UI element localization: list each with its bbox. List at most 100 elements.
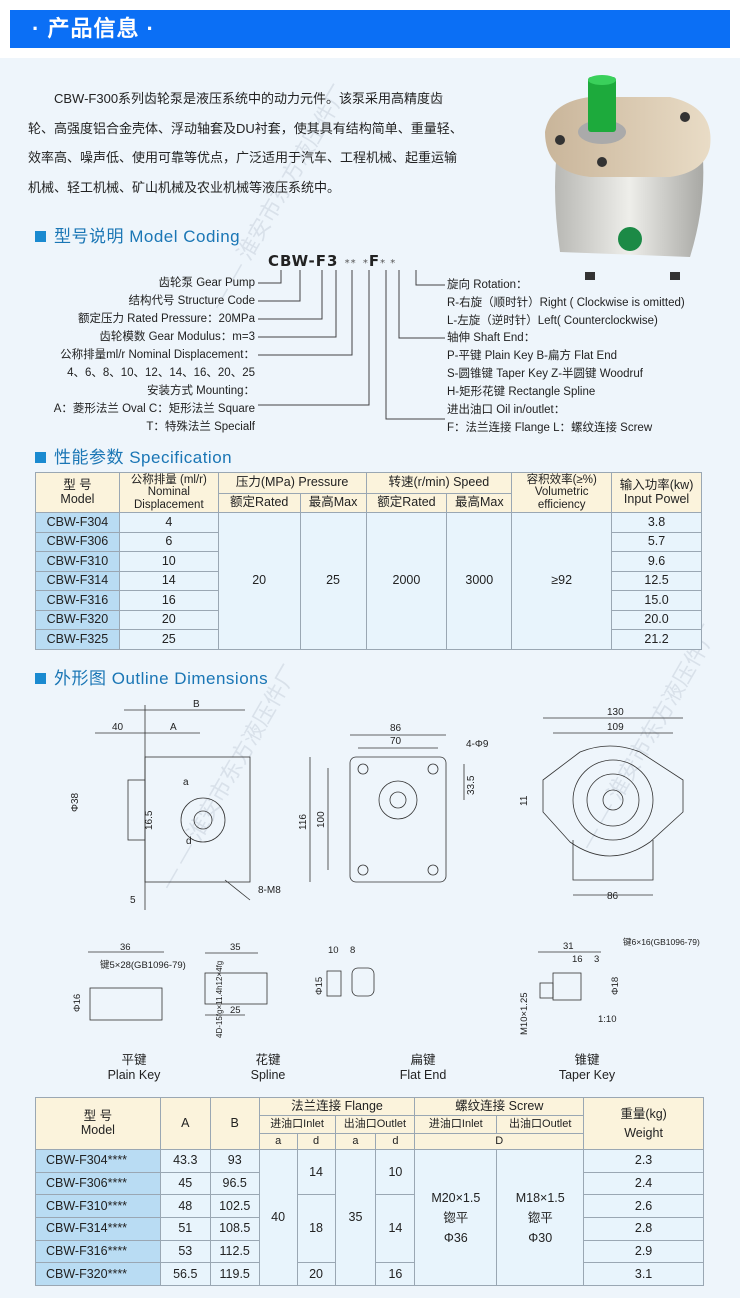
coding-right-label: S-圆锥键 Taper Key Z-半圆键 Woodruf [447,368,643,380]
heading-text: 外形图 Outline Dimensions [54,669,269,688]
outline-drawings: B A 40 Φ38 16.5 a d 8-M8 5 86 70 4-Φ9 33… [70,699,700,1038]
code-port: F [368,252,381,270]
dim-86-rear: 86 [607,891,619,902]
taper-dim-key: 键6×16(GB1096-79) [623,937,700,947]
plain-key-shaft-drawing [89,987,163,1021]
code-mounting: * [362,258,369,269]
model-cell: CBW-F314**** [35,1217,161,1241]
header-b: B [209,1097,260,1150]
coding-left-label: 额定压力 Rated Pressure：20MPa [77,313,255,325]
coding-right-label: 轴伸 Shaft End： [447,332,536,344]
dim-b-cell: 93 [209,1149,260,1173]
header-screw-d: D [414,1133,585,1150]
coding-right-label: P-平键 Plain Key B-扁方 Flat End [447,350,617,362]
coding-left-label: 齿轮模数 Gear Modulus：m=3 [99,331,255,343]
pressure-max-cell: 25 [299,512,367,650]
dim-4-phi9: 4-Φ9 [466,739,489,750]
power-cell: 9.6 [611,551,702,572]
coding-right-label: H-矩形花键 Rectangle Spline [447,386,596,398]
weight-cell: 2.3 [583,1149,704,1173]
header-model: 型 号 Model [35,472,120,513]
displacement-cell: 14 [118,570,219,591]
header-screw-inlet: 进油口Inlet [414,1115,498,1134]
section-heading-outline: 外形图 Outline Dimensions [35,664,268,689]
plain-key-dim-dia: Φ16 [72,994,83,1012]
dim-11: 11 [519,795,530,806]
header-power: 输入功率(kw) Input Powel [611,472,702,513]
dim-b-cell: 96.5 [209,1171,260,1196]
front-view-drawing [309,734,465,883]
dim-b-cell: 108.5 [209,1217,260,1241]
dim-a-cell: 56.5 [159,1262,211,1287]
model-cell: CBW-F316 [35,590,120,611]
taper-dim-16: 16 [572,954,583,965]
model-cell: CBW-F320 [35,609,120,630]
dim-8-m8: 8-M8 [258,885,281,896]
power-cell: 21.2 [611,629,702,650]
flange-inlet-d-cell: 20 [296,1262,336,1287]
heading-text: 性能参数 Specification [54,448,233,467]
displacement-cell: 16 [118,590,219,611]
dimensions-table: 型 号 Model A B 法兰连接 Flange 螺纹连接 Screw 重量(… [35,1097,704,1287]
code-shaft-rotation: * * [380,258,397,269]
header-flange: 法兰连接 Flange [258,1097,416,1116]
header-weight: 重量(kg) Weight [583,1097,704,1150]
header-screw-outlet: 出油口Outlet [496,1115,585,1134]
coding-right-label: L-左旋（逆时针）Left( Counterclockwise) [447,315,658,327]
displacement-cell: 6 [118,531,219,552]
spline-shaft-drawing [204,972,268,1005]
dim-phi38: Φ38 [70,792,81,812]
model-cell: CBW-F304 [35,512,120,533]
label-a: a [183,777,189,788]
power-cell: 12.5 [611,570,702,591]
weight-cell: 2.6 [583,1194,704,1219]
screw-inlet-cell: M20×1.5 锪平 Φ36 [414,1148,498,1287]
efficiency-cell: ≥92 [511,512,613,650]
taper-dim-thread: M10×1.25 [519,992,530,1035]
dim-a-cell: 51 [159,1217,211,1241]
header-model: 型 号 Model [35,1097,161,1150]
coding-left-label: 结构代号 Structure Code [128,295,255,307]
header-outlet-a: a [334,1133,377,1150]
dim-a-cell: 45 [159,1171,211,1196]
square-bullet-icon [35,673,46,684]
section-banner: · 产品信息 · [10,10,730,48]
code-displacement: ** [344,258,357,269]
coding-left-label: A：菱形法兰 Oval C：矩形法兰 Square [53,403,255,415]
code-main: CBW-F3 [268,252,339,270]
dim-5: 5 [130,895,136,906]
flange-outlet-d-cell: 10 [375,1148,416,1196]
coding-left-label: 4、6、8、10、12、14、16、20、25 [67,367,255,379]
model-cell: CBW-F306**** [35,1171,161,1196]
plain-key-dim-length: 36 [120,942,131,953]
screw-outlet-cell: M18×1.5 锪平 Φ30 [496,1148,585,1287]
dim-16-5: 16.5 [144,810,155,830]
flange-inlet-d-cell: 18 [296,1194,336,1264]
product-description: CBW-F300系列齿轮泵是液压系统中的动力元件。该泵采用高精度齿轮、高强度铝合… [28,91,463,195]
coding-left-label: 公称排量ml/r Nominal Displacement： [60,349,255,361]
displacement-cell: 20 [118,609,219,630]
model-cell: CBW-F304**** [35,1149,161,1173]
coding-right-label: 旋向 Rotation： [447,279,528,291]
model-cell: CBW-F316**** [35,1239,161,1264]
dim-b-cell: 119.5 [209,1262,260,1287]
dim-a-cell: 43.3 [159,1149,211,1173]
coding-right-label: 进出油口 Oil in/outlet： [447,404,566,416]
flange-outlet-d-cell: 16 [375,1262,416,1287]
label-d: d [186,836,192,847]
spline-dim-25: 25 [230,1005,241,1016]
header-inlet-a: a [258,1133,298,1150]
header-displacement: 公称排量 (ml/r) Nominal Displacement [118,472,219,513]
displacement-cell: 10 [118,551,219,572]
